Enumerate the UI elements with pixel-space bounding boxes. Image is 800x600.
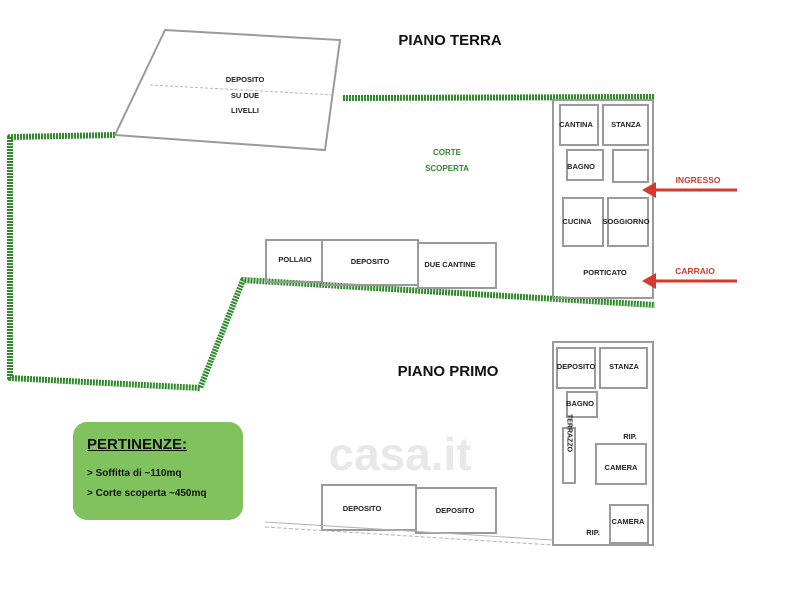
room-label: CAMERA [612, 517, 645, 526]
hedge-boundary [7, 132, 656, 391]
watermark: casa.it [328, 428, 471, 480]
room-label: DEPOSITO [351, 257, 390, 266]
room-label: PORTICATO [583, 268, 627, 277]
room-label: LIVELLI [231, 106, 259, 115]
room-label: BAGNO [567, 162, 595, 171]
title-piano-primo: PIANO PRIMO [398, 363, 499, 380]
room-label: STANZA [611, 120, 641, 129]
outbuildings-ground: POLLAIO DEPOSITO DUE CANTINE [265, 239, 497, 289]
hedge-top [342, 94, 656, 101]
carraio-label: CARRAIO [675, 266, 715, 276]
terrazzo-label: TERRAZZO [566, 414, 573, 453]
corte-label: SCOPERTA [425, 164, 469, 173]
room-label: DEPOSITO [436, 506, 475, 515]
room-label: CANTINA [559, 120, 593, 129]
room-label: CUCINA [562, 217, 592, 226]
deposito-building [113, 28, 342, 152]
ingresso-label: INGRESSO [676, 175, 721, 185]
room-label: STANZA [609, 362, 639, 371]
pertinenze-item: > Soffitta di ~110mq [87, 468, 182, 479]
room-label: SU DUE [231, 91, 259, 100]
house-ground: CANTINA STANZA BAGNO CUCINA SOGGIORNO PO… [552, 99, 654, 299]
room-label: CAMERA [605, 463, 638, 472]
pertinenze-heading: PERTINENZE: [87, 436, 188, 453]
room-label: SOGGIORNO [602, 217, 649, 226]
arrow-carraio: CARRAIO [642, 266, 737, 289]
outbuildings-first: DEPOSITO DEPOSITO [264, 484, 554, 546]
room-label: POLLAIO [278, 255, 311, 264]
room-label: DEPOSITO [226, 75, 265, 84]
title-piano-terra: PIANO TERRA [398, 32, 502, 49]
room-label: RIP. [586, 528, 600, 537]
corte-label: CORTE [433, 148, 462, 157]
arrow-ingresso: INGRESSO [642, 175, 737, 198]
room-label: DUE CANTINE [424, 260, 475, 269]
room-label: DEPOSITO [343, 504, 382, 513]
pertinenze-box: PERTINENZE: > Soffitta di ~110mq > Corte… [73, 422, 243, 520]
room-label: DEPOSITO [557, 362, 596, 371]
room-label: RIP. [623, 432, 637, 441]
house-first: DEPOSITO STANZA BAGNO TERRAZZO RIP. CAME… [552, 341, 654, 546]
pertinenze-item: > Corte scoperta ~450mq [87, 488, 207, 499]
room-label: BAGNO [566, 399, 594, 408]
